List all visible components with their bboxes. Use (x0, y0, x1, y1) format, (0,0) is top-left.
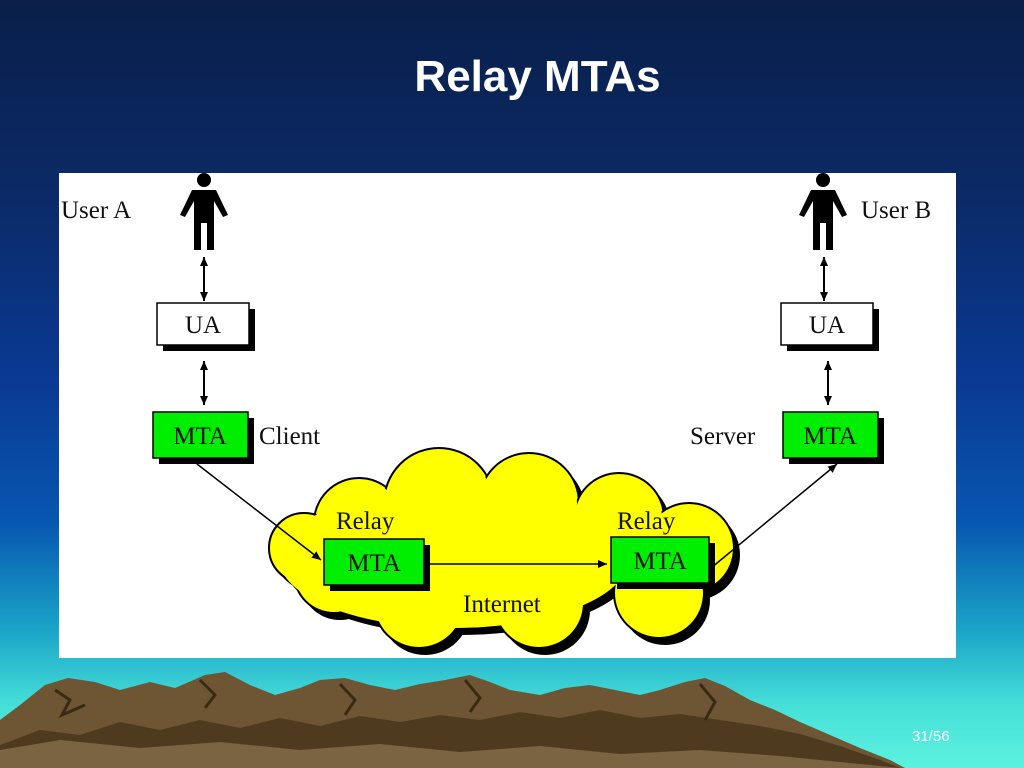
relay-mta-box-left: MTA (323, 538, 430, 591)
internet-label: Internet (463, 591, 541, 618)
mta-server-box: MTA (782, 411, 884, 464)
diagram-panel: User A User B UA UA MTA Client M (59, 173, 956, 658)
relay-mta-left-label: MTA (347, 550, 401, 577)
ua-box-right: UA (780, 302, 879, 351)
arrow-relay-to-server (710, 463, 838, 569)
ua-left-label: UA (185, 312, 221, 339)
page-number: 31/56 (912, 728, 950, 745)
mta-client-label: MTA (173, 423, 227, 450)
slide-title: Relay MTAs (414, 52, 661, 101)
relay-mta-right-label: MTA (633, 548, 687, 575)
ua-right-label: UA (809, 312, 845, 339)
user-a-label: User A (61, 197, 131, 224)
mta-client-box: MTA (152, 411, 254, 464)
mta-server-label: MTA (803, 423, 857, 450)
person-icon (799, 173, 847, 250)
relay-left-label: Relay (336, 508, 395, 535)
mountain-landscape (0, 672, 905, 768)
diagram-canvas: User A User B UA UA MTA Client M (61, 173, 931, 655)
user-b-label: User B (861, 197, 931, 224)
relay-mta-box-right: MTA (610, 536, 715, 589)
client-label: Client (259, 423, 320, 450)
arrow-client-to-relay (196, 463, 322, 561)
server-label: Server (690, 423, 756, 450)
person-icon (180, 173, 228, 250)
relay-right-label: Relay (617, 508, 676, 535)
ua-box-left: UA (156, 302, 255, 351)
